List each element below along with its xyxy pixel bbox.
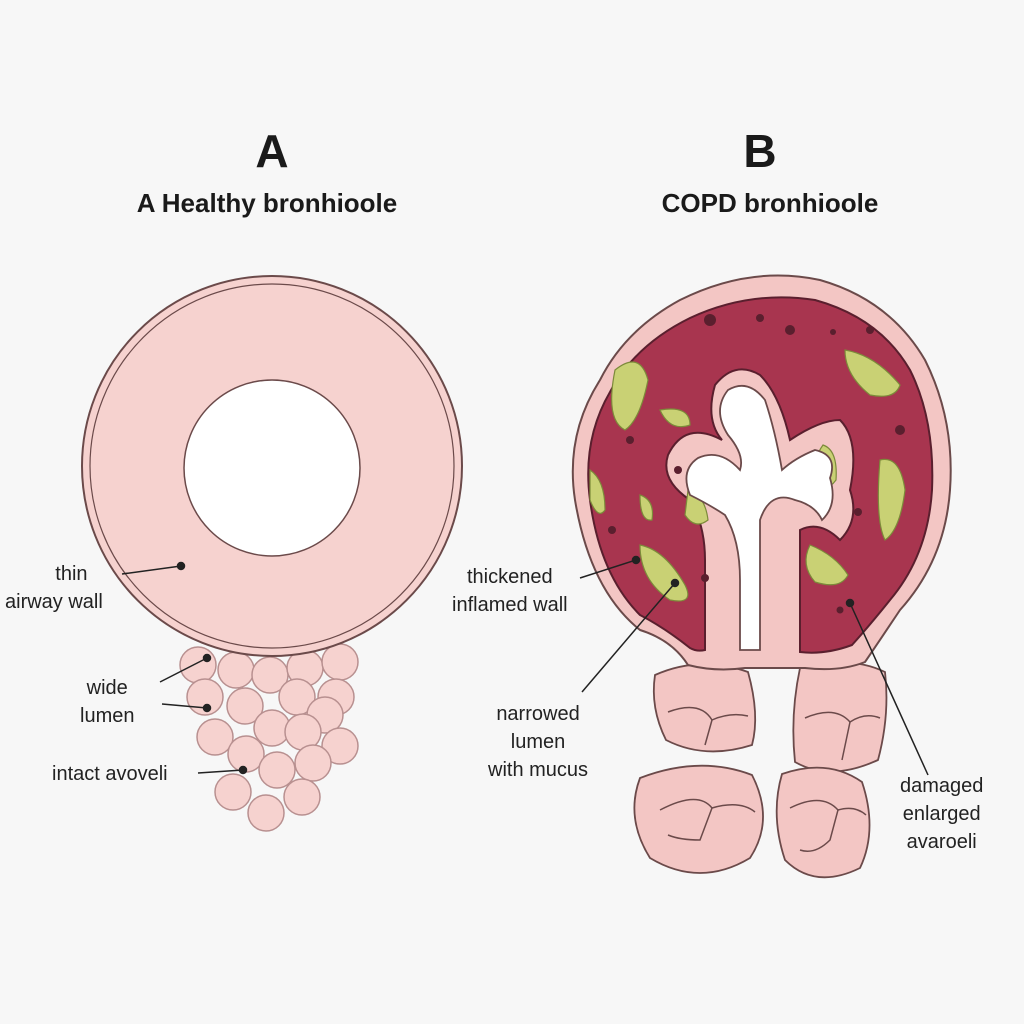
inflammatory-cells — [608, 314, 905, 614]
label-line: airway wall — [5, 591, 103, 613]
label-line: with mucus — [488, 759, 589, 781]
label-line: damaged — [900, 775, 984, 797]
label-damaged-alveoli: damaged enlarged avaroeli — [900, 772, 983, 856]
label-line: narrowed — [496, 703, 580, 725]
label-line: thickened — [466, 566, 553, 588]
label-line: avaroeli — [906, 831, 977, 853]
copd-bronchiole — [571, 274, 952, 879]
panel-a-letter: A — [255, 125, 289, 177]
intact-alveoli-cluster — [179, 643, 359, 832]
label-line: enlarged — [902, 803, 981, 825]
label-thickened-inflamed-wall: thickened inflamed wall — [452, 563, 568, 619]
damaged-alveoli — [633, 661, 888, 879]
label-line: intact avoveli — [52, 763, 168, 785]
label-line: lumen — [80, 705, 135, 727]
panel-a-leader-lines — [121, 561, 248, 775]
label-line: wide — [86, 677, 128, 699]
label-narrowed-lumen: narrowed lumen with mucus — [488, 700, 588, 784]
healthy-wide-lumen — [183, 379, 361, 557]
healthy-bronchiole — [81, 275, 463, 832]
label-line: thin — [55, 563, 88, 585]
panel-b-title: COPD bronhioole — [661, 188, 879, 218]
label-wide-lumen: wide lumen — [80, 674, 134, 730]
label-line: lumen — [510, 731, 566, 753]
narrowed-lumen — [685, 384, 834, 651]
alveoli-septa — [659, 706, 881, 852]
panel-a-title: A Healthy bronhioole — [136, 188, 398, 218]
label-line: inflamed wall — [452, 594, 568, 616]
panel-b-leader-lines — [579, 555, 929, 776]
label-thin-airway-wall: thin airway wall — [5, 560, 103, 616]
label-intact-alveoli: intact avoveli — [52, 760, 168, 788]
panel-b-letter: B — [743, 125, 777, 177]
